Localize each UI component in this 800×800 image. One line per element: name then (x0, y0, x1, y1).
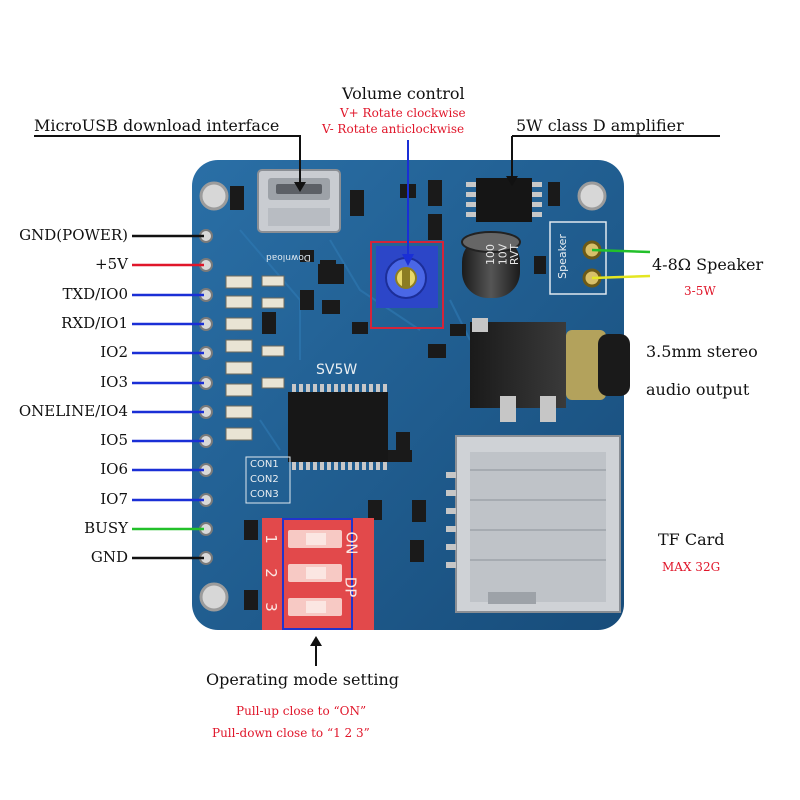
pin-label: GND(POWER) (19, 226, 128, 244)
con-box (245, 456, 291, 504)
stereo-label-line2: audio output (646, 380, 750, 399)
con2-silk: CON2 (250, 474, 279, 485)
volume-cw-note: V+ Rotate clockwise (340, 106, 466, 120)
board-model-silk: SV5W (316, 362, 358, 378)
usb-silk: Download (266, 252, 311, 262)
switch-num-3: 3 (261, 602, 280, 612)
arrow-heads (294, 176, 518, 646)
microusb-label: MicroUSB download interface (34, 116, 280, 135)
pull-up-note: Pull-up close to “ON” (236, 704, 367, 718)
audio-jack (470, 318, 630, 422)
pin-label: BUSY (84, 519, 128, 537)
stereo-label-line1: 3.5mm stereo (646, 342, 758, 361)
pin-label: IO3 (100, 373, 128, 391)
pin-label: IO2 (100, 343, 128, 361)
volume-control-title: Volume control (342, 84, 465, 103)
pin-label: RXD/IO1 (61, 314, 128, 332)
dip-switch (262, 518, 374, 630)
pin-label: IO5 (100, 431, 128, 449)
amplifier-chip (466, 178, 542, 222)
smd-components (230, 180, 560, 610)
pin-label: +5V (95, 255, 128, 273)
electrolytic-capacitor (461, 231, 521, 298)
pin-header (199, 229, 213, 565)
volume-potentiometer (376, 246, 438, 308)
transistor (318, 264, 344, 284)
cap-label-line1: 100 (484, 244, 497, 265)
speaker-label: 4-8Ω Speaker (652, 255, 764, 274)
switch-num-1: 1 (261, 534, 280, 544)
speaker-silk: Speaker (555, 234, 569, 279)
con3-silk: CON3 (250, 489, 279, 500)
tf-card-max-note: MAX 32G (662, 560, 721, 574)
pin-label: IO7 (100, 490, 128, 508)
switch-dp-silk: DP (341, 576, 360, 598)
tf-card-label: TF Card (658, 530, 725, 549)
decoder-ic (288, 384, 388, 470)
pin-wires (132, 234, 204, 560)
cap-label-line3: RVT (508, 243, 522, 266)
tf-card-slot (446, 435, 621, 613)
microusb-connector (257, 169, 341, 233)
pin-label: IO6 (100, 460, 128, 478)
resistor-column (225, 275, 285, 441)
dip-highlight-box (282, 518, 353, 630)
volume-ccw-note: V- Rotate anticlockwise (322, 122, 465, 136)
pin-label: TXD/IO0 (62, 285, 128, 303)
switch-on-silk: ON (342, 531, 361, 555)
pull-down-note: Pull-down close to “1 2 3” (212, 726, 370, 740)
switch-num-2: 2 (261, 568, 280, 578)
pin-label: GND (90, 548, 128, 566)
speaker-header (549, 221, 607, 295)
operating-mode-label: Operating mode setting (206, 670, 399, 689)
pin-label: ONELINE/IO4 (18, 402, 128, 420)
speaker-power-note: 3-5W (684, 284, 716, 298)
con1-silk: CON1 (250, 459, 279, 470)
speaker-wire-1 (591, 248, 651, 254)
speaker-wire-2 (591, 274, 651, 280)
amplifier-label: 5W class D amplifier (516, 116, 684, 135)
